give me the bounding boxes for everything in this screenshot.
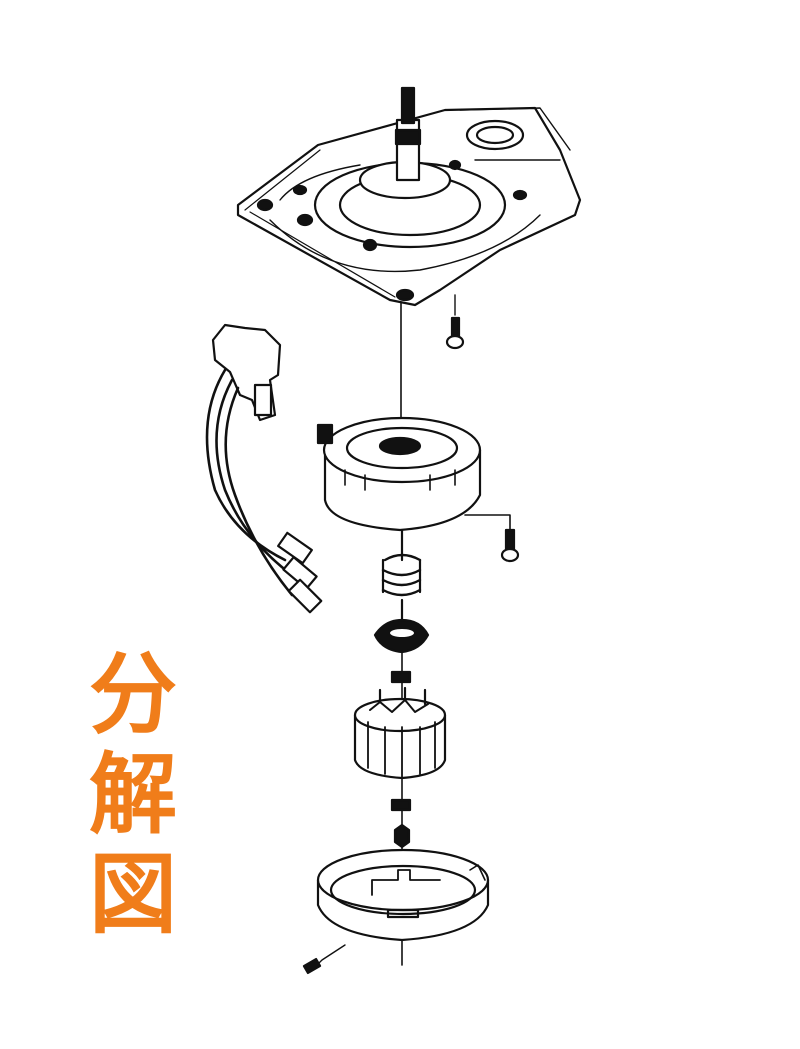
title-char-3: 図: [88, 843, 177, 946]
bottom-cover: [316, 848, 490, 942]
mounting-plate: [236, 86, 582, 307]
rotor: [353, 686, 447, 780]
title-char-1: 分: [88, 643, 177, 746]
title-char-2: 解: [88, 743, 177, 846]
stator-coil: [316, 416, 511, 532]
mounting-screw-top: [445, 294, 465, 350]
nut: [393, 823, 411, 849]
cover-screw: [302, 944, 346, 975]
exploded-view-title: 分 解 図: [78, 645, 188, 945]
spring: [381, 553, 422, 597]
small-washer-upper: [390, 670, 412, 684]
small-washer-lower: [390, 798, 412, 812]
bushing-cap: [373, 618, 430, 654]
connector-wiring-harness: [205, 323, 323, 614]
side-screw: [500, 528, 520, 563]
